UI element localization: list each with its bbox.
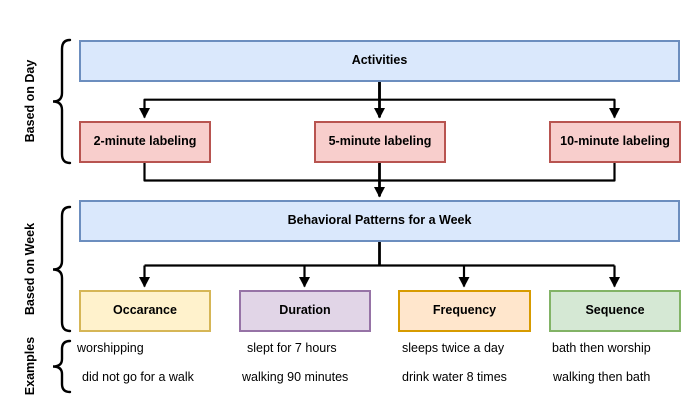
node-2-minute-labeling: 2-minute labeling (79, 121, 211, 163)
example-sequence-2: walking then bath (553, 370, 651, 384)
node-occarance: Occarance (79, 290, 211, 332)
node-frequency-label: Frequency (432, 303, 497, 318)
example-frequency-1: sleeps twice a day (402, 341, 505, 355)
node-10-minute-labeling: 10-minute labeling (549, 121, 681, 163)
example-occarance-1: worshipping (77, 341, 144, 355)
node-behavioral-patterns: Behavioral Patterns for a Week (79, 200, 680, 242)
example-occarance-2: did not go for a walk (82, 370, 194, 384)
node-sequence-label: Sequence (585, 303, 645, 318)
node-duration-label: Duration (279, 303, 331, 318)
node-5-minute-labeling: 5-minute labeling (314, 121, 446, 163)
connector-2min-merge (143, 163, 380, 182)
node-activities-label: Activities (351, 53, 408, 68)
brace-based-on-week (52, 205, 72, 333)
node-2-minute-labeling-label: 2-minute labeling (93, 134, 197, 149)
example-sequence-1: bath then worship (552, 341, 651, 355)
group-label-examples: Examples (23, 336, 37, 396)
node-occarance-label: Occarance (113, 303, 177, 318)
node-duration: Duration (239, 290, 371, 332)
group-label-based-on-day: Based on Day (23, 59, 37, 143)
node-sequence: Sequence (549, 290, 681, 332)
example-frequency-2: drink water 8 times (402, 370, 507, 384)
arrow-activities-to-10min (378, 82, 620, 119)
arrow-activities-to-2min (139, 82, 381, 119)
node-5-minute-labeling-label: 5-minute labeling (328, 134, 432, 149)
brace-examples (52, 339, 72, 394)
node-10-minute-labeling-label: 10-minute labeling (560, 134, 670, 149)
node-activities: Activities (79, 40, 680, 82)
brace-based-on-day (52, 38, 72, 165)
example-duration-2: walking 90 minutes (242, 370, 349, 384)
connector-10min-merge (379, 163, 616, 182)
example-duration-1: slept for 7 hours (247, 341, 337, 355)
node-behavioral-patterns-label: Behavioral Patterns for a Week (287, 213, 472, 228)
node-frequency: Frequency (398, 290, 531, 332)
